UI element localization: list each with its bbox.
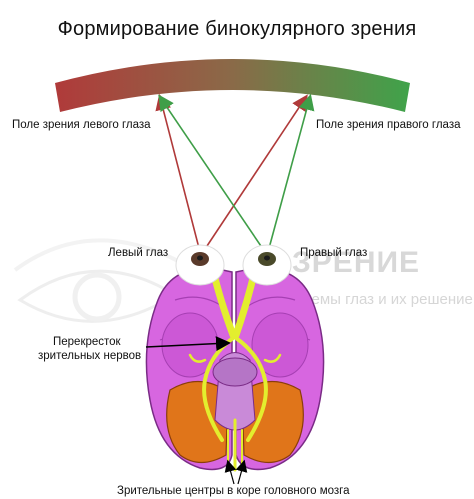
left-eye-label: Левый глаз — [108, 247, 169, 259]
watermark-title: ЗРЕНИЕ — [292, 246, 421, 279]
ray-right-eye-left — [158, 94, 266, 253]
visual-field-band — [55, 59, 410, 112]
chiasm-label-line2: зрительных нервов — [38, 350, 142, 362]
chiasm-label-line1: Перекресток — [53, 336, 121, 348]
left-eye-icon — [175, 244, 225, 286]
ray-left-eye-left — [155, 93, 201, 253]
right-eye-icon — [242, 244, 292, 286]
left-field-label: Поле зрения левого глаза — [12, 119, 151, 131]
chiasm-pointer — [145, 336, 231, 352]
occipital-left — [166, 380, 229, 464]
visual-centers-pointer-right — [235, 459, 248, 485]
visual-centers-label: Зрительные центры в коре головного мозга — [117, 485, 350, 497]
ray-right-eye-right — [267, 93, 315, 253]
diagram-title: Формирование бинокулярного зрения — [57, 18, 417, 40]
occipital-right — [241, 380, 304, 464]
right-field-label: Поле зрения правого глаза — [316, 119, 461, 131]
visual-centers-pointer-left — [224, 459, 237, 485]
watermark-subtitle: проблемы глаз и их решение — [270, 291, 473, 308]
right-eye-label: Правый глаз — [300, 247, 368, 259]
ray-left-eye-right — [202, 94, 308, 253]
